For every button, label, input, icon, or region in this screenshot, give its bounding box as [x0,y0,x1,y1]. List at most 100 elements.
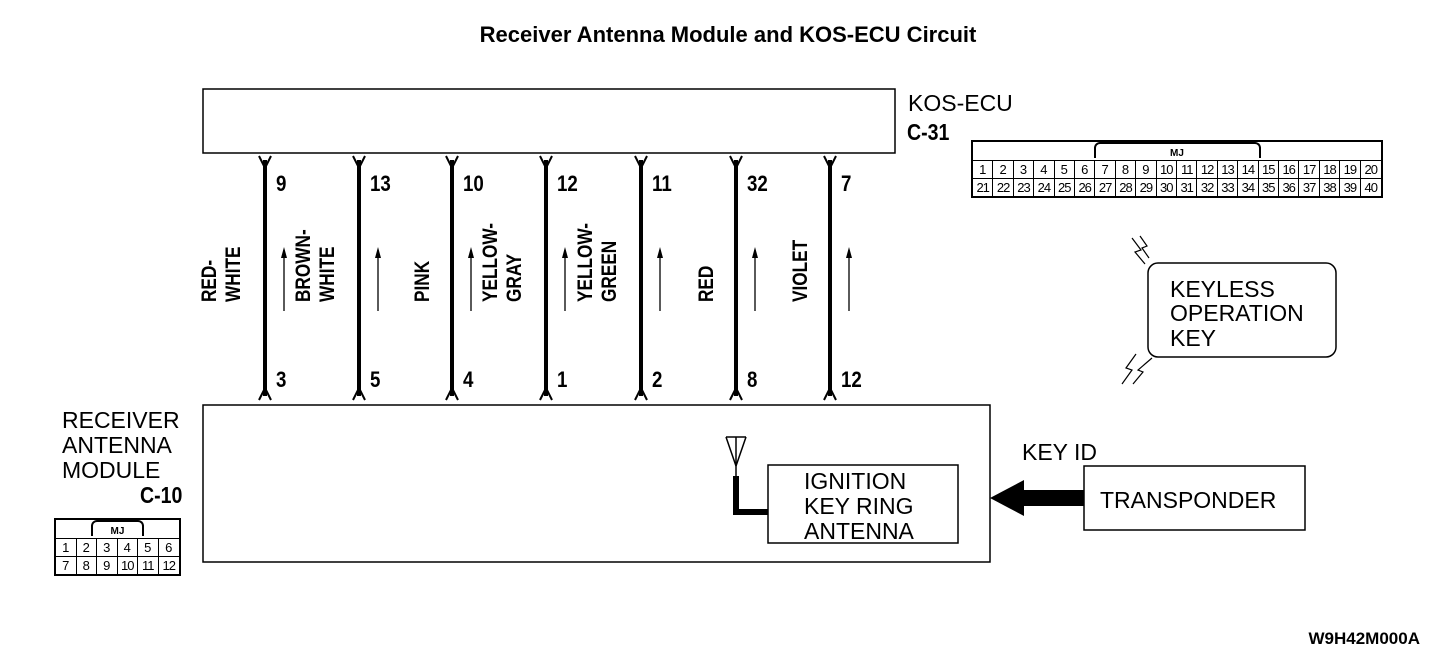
module-pin-number: 5 [370,367,381,392]
transponder-label: TRANSPONDER [1100,487,1277,513]
module-name-line-3: MODULE [62,457,161,483]
signal-direction-arrowhead [375,247,381,258]
connector-pin-cell: 18 [1320,161,1341,179]
signal-direction-arrowhead [562,247,568,258]
module-pin-number: 4 [463,367,474,392]
connector-pin-cell: 24 [1034,179,1055,197]
antenna-line-2: KEY RING [804,493,914,519]
wire-color-label: WHITE [316,246,339,302]
connector-pin-cell: 32 [1197,179,1218,197]
connector-pin-cell: 23 [1014,179,1035,197]
connector-pin-cell: 27 [1095,179,1116,197]
wire-terminal-bottom [634,385,648,401]
wire-group [258,155,852,401]
connector-pin-cell: 20 [1364,162,1378,177]
connector-pin-cell: 17 [1299,161,1320,179]
wire-terminal-top [352,155,366,171]
connector-row [56,556,179,575]
connector-frame [971,140,1383,198]
connector-pin-cell: 9 [1136,161,1157,179]
wireless-signal-upper [1131,235,1150,265]
connector-pin-cell: 1 [56,539,77,557]
connector-pin-cell: 12 [162,558,176,573]
connector-pin-cell: 15 [1259,161,1279,179]
connector-frame [54,518,181,576]
connector-pin-cell: 11 [138,557,159,575]
wire-terminal-bottom [445,385,459,401]
key-id-arrow [990,480,1084,516]
wire-terminal-top [258,155,272,171]
connector-row [973,178,1381,197]
ecu-box [202,88,896,154]
wire-color-label: YELLOW- [479,222,502,302]
connector-pin-cell: 28 [1116,179,1137,197]
module-pin-number: 8 [747,367,758,392]
connector-pin-cell: 34 [1238,179,1259,197]
wire-terminal-bottom [352,385,366,401]
connector-pin-cell: 5 [138,539,159,557]
connector-mj-tab: MJ [1093,142,1261,159]
wire-terminal-top [823,155,837,171]
ecu-connector-label: C-31 [907,119,950,145]
wire-terminal-bottom [729,385,743,401]
connector-pin-cell: 3 [1014,161,1035,179]
connector-mj-tab: MJ [91,520,144,537]
connector-pin-cell: 7 [56,557,77,575]
signal-direction-arrowhead [281,247,287,258]
connector-pin-cell: 14 [1238,161,1259,179]
connector-pin-cell: 16 [1279,161,1300,179]
keyless-key-line-3: KEY [1170,325,1217,351]
wire-color-label: PINK [411,260,434,302]
wire-color-label: RED- [198,259,221,302]
ecu-pin-number: 13 [370,171,391,196]
diagram-title: Receiver Antenna Module and KOS-ECU Circ… [479,22,977,47]
connector-pin-cell: 29 [1136,179,1157,197]
wire-color-label: GRAY [503,253,526,302]
connector-pin-cell: 6 [165,540,173,555]
connector-row [56,538,179,557]
signal-direction-arrowhead [657,247,663,258]
wire-terminal-top [445,155,459,171]
wire-terminal-top [634,155,648,171]
connector-pin-cell: 10 [1157,161,1177,179]
signal-direction-arrowhead [846,247,852,258]
module-box [202,404,991,563]
signal-direction-arrowhead [468,247,474,258]
signal-direction-arrowhead [752,247,758,258]
module-connector-label: C-10 [140,482,183,508]
keyless-key-line-1: KEYLESS [1170,276,1275,302]
connector-pin-cell: 26 [1075,179,1096,197]
wire-color-label: GREEN [598,240,621,302]
connector-pin-cell: 3 [97,539,118,557]
connector-pin-cell: 25 [1055,179,1075,197]
connector-pin-cell: 35 [1259,179,1279,197]
connector-pin-cell: 12 [1197,161,1218,179]
module-pin-number: 12 [841,367,862,392]
ecu-name: KOS-ECU [908,90,1013,116]
wire-color-label: RED [695,265,718,302]
ecu-pin-number: 11 [652,171,672,196]
wire-terminal-bottom [258,385,272,401]
connector-pin-cell: 10 [118,557,138,575]
connector-pin-cell: 36 [1279,179,1300,197]
module-name-line-2: ANTENNA [62,432,172,458]
connector-pin-cell: 13 [1218,161,1239,179]
connector-pin-cell: 31 [1177,179,1198,197]
antenna-box [767,464,959,544]
connector-pin-cell: 6 [1075,161,1096,179]
connector-pin-cell: 21 [973,179,994,197]
wire-color-label: WHITE [222,246,245,302]
connector-pin-cell: 33 [1218,179,1239,197]
wire-color-label: BROWN- [292,229,315,302]
connector-pin-cell: 38 [1320,179,1341,197]
connector-row [973,160,1381,179]
wire-color-label: YELLOW- [574,222,597,302]
figure-code: W9H42M000A [1308,629,1421,648]
connector-pin-cell: 4 [1034,161,1055,179]
antenna-line-3: ANTENNA [804,518,914,544]
connector-pin-cell: 2 [77,539,97,557]
connector-pin-cell: 9 [97,557,118,575]
connector-pin-cell: 7 [1095,161,1116,179]
module-pin-number: 2 [652,367,663,392]
